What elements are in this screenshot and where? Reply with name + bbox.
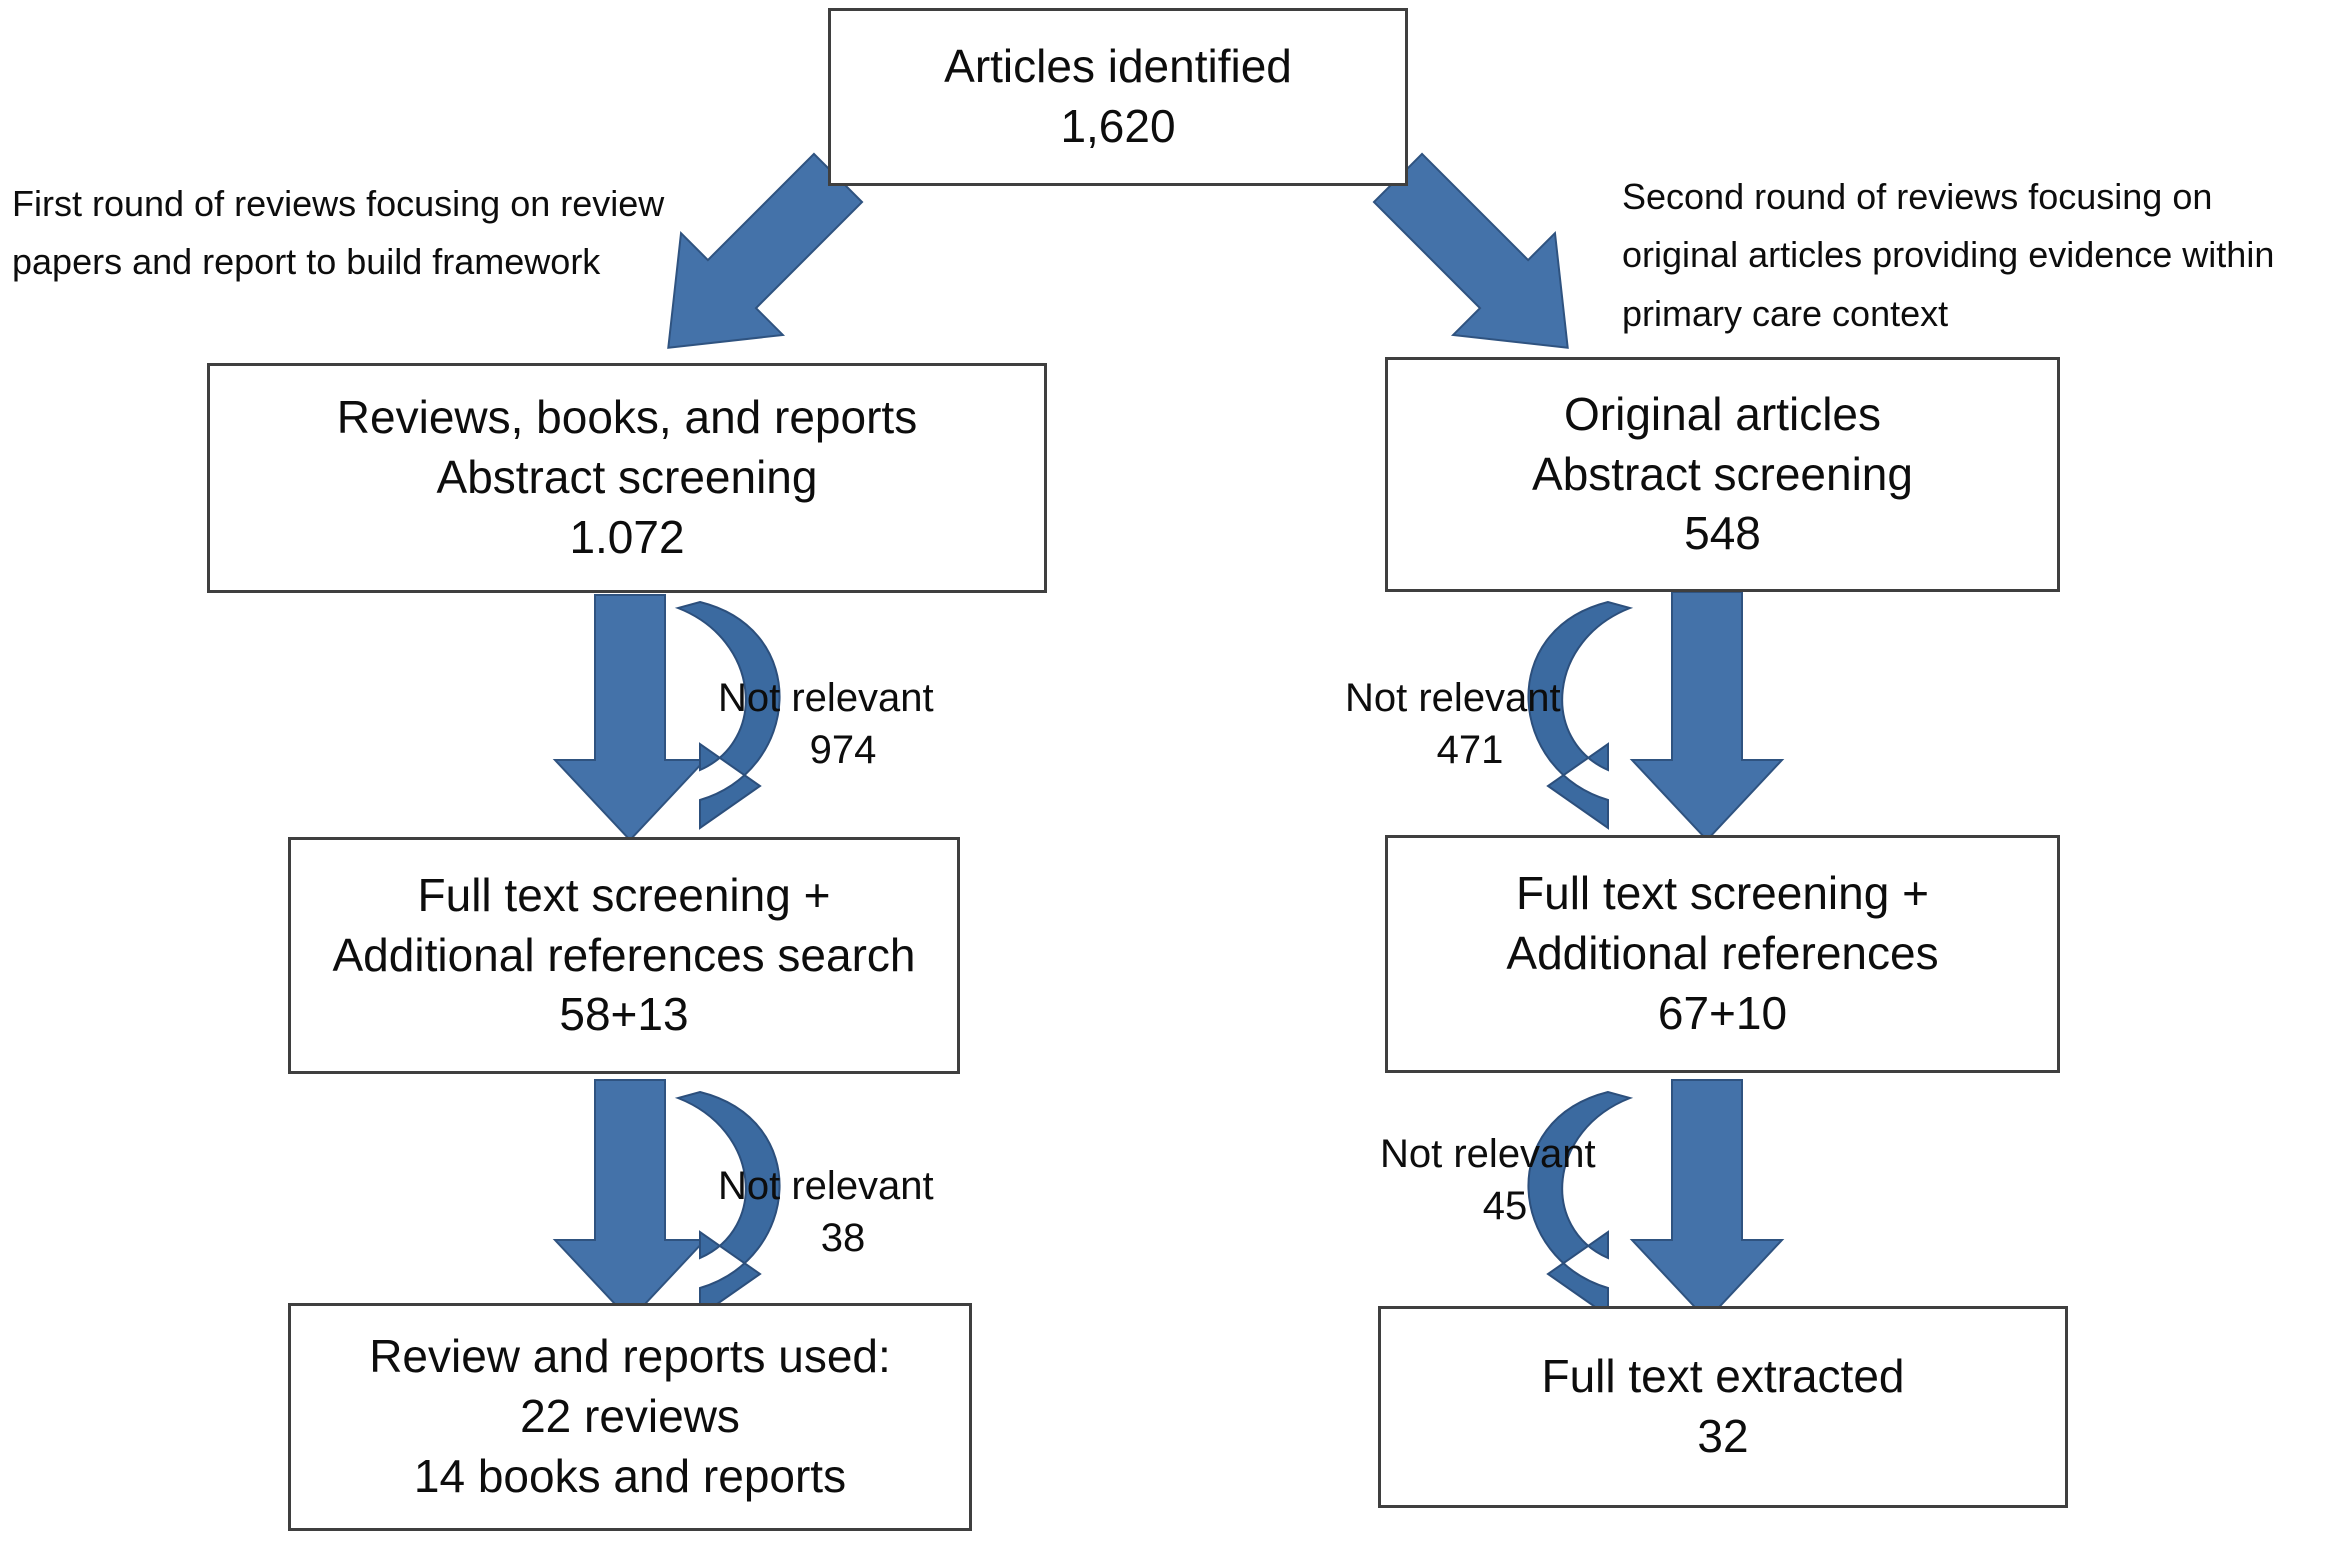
box-right-full-text-screening-line2: Additional references: [1506, 927, 1939, 980]
arrow-left-stage1: [552, 594, 708, 842]
box-full-text-extracted[interactable]: Full text extracted 32: [1378, 1306, 2068, 1508]
label-left-not-relevant-1-value: 974: [809, 728, 877, 772]
box-original-articles-line1: Original articles: [1564, 387, 1881, 440]
label-right-not-relevant-2-text: Not relevant: [1380, 1132, 1596, 1176]
annotation-second-round-line3: primary care context: [1622, 292, 1949, 334]
box-articles-identified[interactable]: Articles identified 1,620: [828, 8, 1408, 186]
label-right-not-relevant-1-text: Not relevant: [1345, 676, 1561, 720]
annotation-first-round: First round of reviews focusing on revie…: [12, 175, 732, 292]
label-right-not-relevant-1-value: 471: [1436, 728, 1504, 772]
annotation-second-round-line2: original articles providing evidence wit…: [1622, 234, 2275, 276]
box-reviews-reports-used[interactable]: Review and reports used: 22 reviews 14 b…: [288, 1303, 972, 1531]
box-left-full-text-screening[interactable]: Full text screening + Additional referen…: [288, 837, 960, 1074]
box-reviews-books-reports-line1: Reviews, books, and reports: [336, 391, 918, 444]
box-reviews-books-reports[interactable]: Reviews, books, and reports Abstract scr…: [207, 363, 1047, 593]
arrow-right-stage2: [1629, 1079, 1785, 1322]
box-left-full-text-screening-count: 58+13: [559, 988, 689, 1041]
label-right-not-relevant-2-value: 45: [1482, 1184, 1528, 1228]
box-right-full-text-screening[interactable]: Full text screening + Additional referen…: [1385, 835, 2060, 1073]
box-original-articles-line2: Abstract screening: [1532, 447, 1913, 500]
box-original-articles[interactable]: Original articles Abstract screening 548: [1385, 357, 2060, 592]
label-right-not-relevant-2: Not relevant 45: [1380, 1128, 1630, 1232]
box-articles-identified-line2: 1,620: [1060, 100, 1176, 152]
box-full-text-extracted-count: 32: [1697, 1410, 1749, 1462]
box-reviews-books-reports-line2: Abstract screening: [436, 451, 818, 504]
box-left-full-text-screening-line2: Additional references search: [332, 928, 916, 981]
box-left-full-text-screening-line1: Full text screening +: [417, 868, 831, 921]
label-left-not-relevant-2-text: Not relevant: [718, 1164, 934, 1208]
box-reviews-books-reports-count: 1.072: [569, 510, 685, 563]
annotation-second-round: Second round of reviews focusing on orig…: [1622, 168, 2333, 343]
annotation-second-round-line1: Second round of reviews focusing on: [1622, 176, 2213, 217]
box-reviews-reports-used-line3: 14 books and reports: [413, 1449, 847, 1502]
label-left-not-relevant-2-value: 38: [820, 1216, 866, 1260]
box-reviews-reports-used-line1: Review and reports used:: [369, 1330, 891, 1383]
box-articles-identified-line1: Articles identified: [944, 40, 1292, 93]
label-left-not-relevant-2: Not relevant 38: [718, 1160, 968, 1264]
box-reviews-reports-used-line2: 22 reviews: [520, 1390, 740, 1443]
box-right-full-text-screening-count: 67+10: [1657, 986, 1788, 1039]
label-right-not-relevant-1: Not relevant 471: [1345, 672, 1595, 776]
box-original-articles-count: 548: [1684, 507, 1761, 560]
label-left-not-relevant-1: Not relevant 974: [718, 672, 968, 776]
annotation-first-round-line2: papers and report to build framework: [12, 241, 601, 283]
box-right-full-text-screening-line1: Full text screening +: [1516, 867, 1929, 920]
arrow-right-stage1: [1629, 591, 1785, 842]
box-full-text-extracted-line1: Full text extracted: [1541, 1350, 1905, 1403]
label-left-not-relevant-1-text: Not relevant: [718, 676, 934, 720]
annotation-first-round-line1: First round of reviews focusing on revie…: [12, 183, 665, 224]
arrow-left-stage2: [552, 1079, 708, 1322]
